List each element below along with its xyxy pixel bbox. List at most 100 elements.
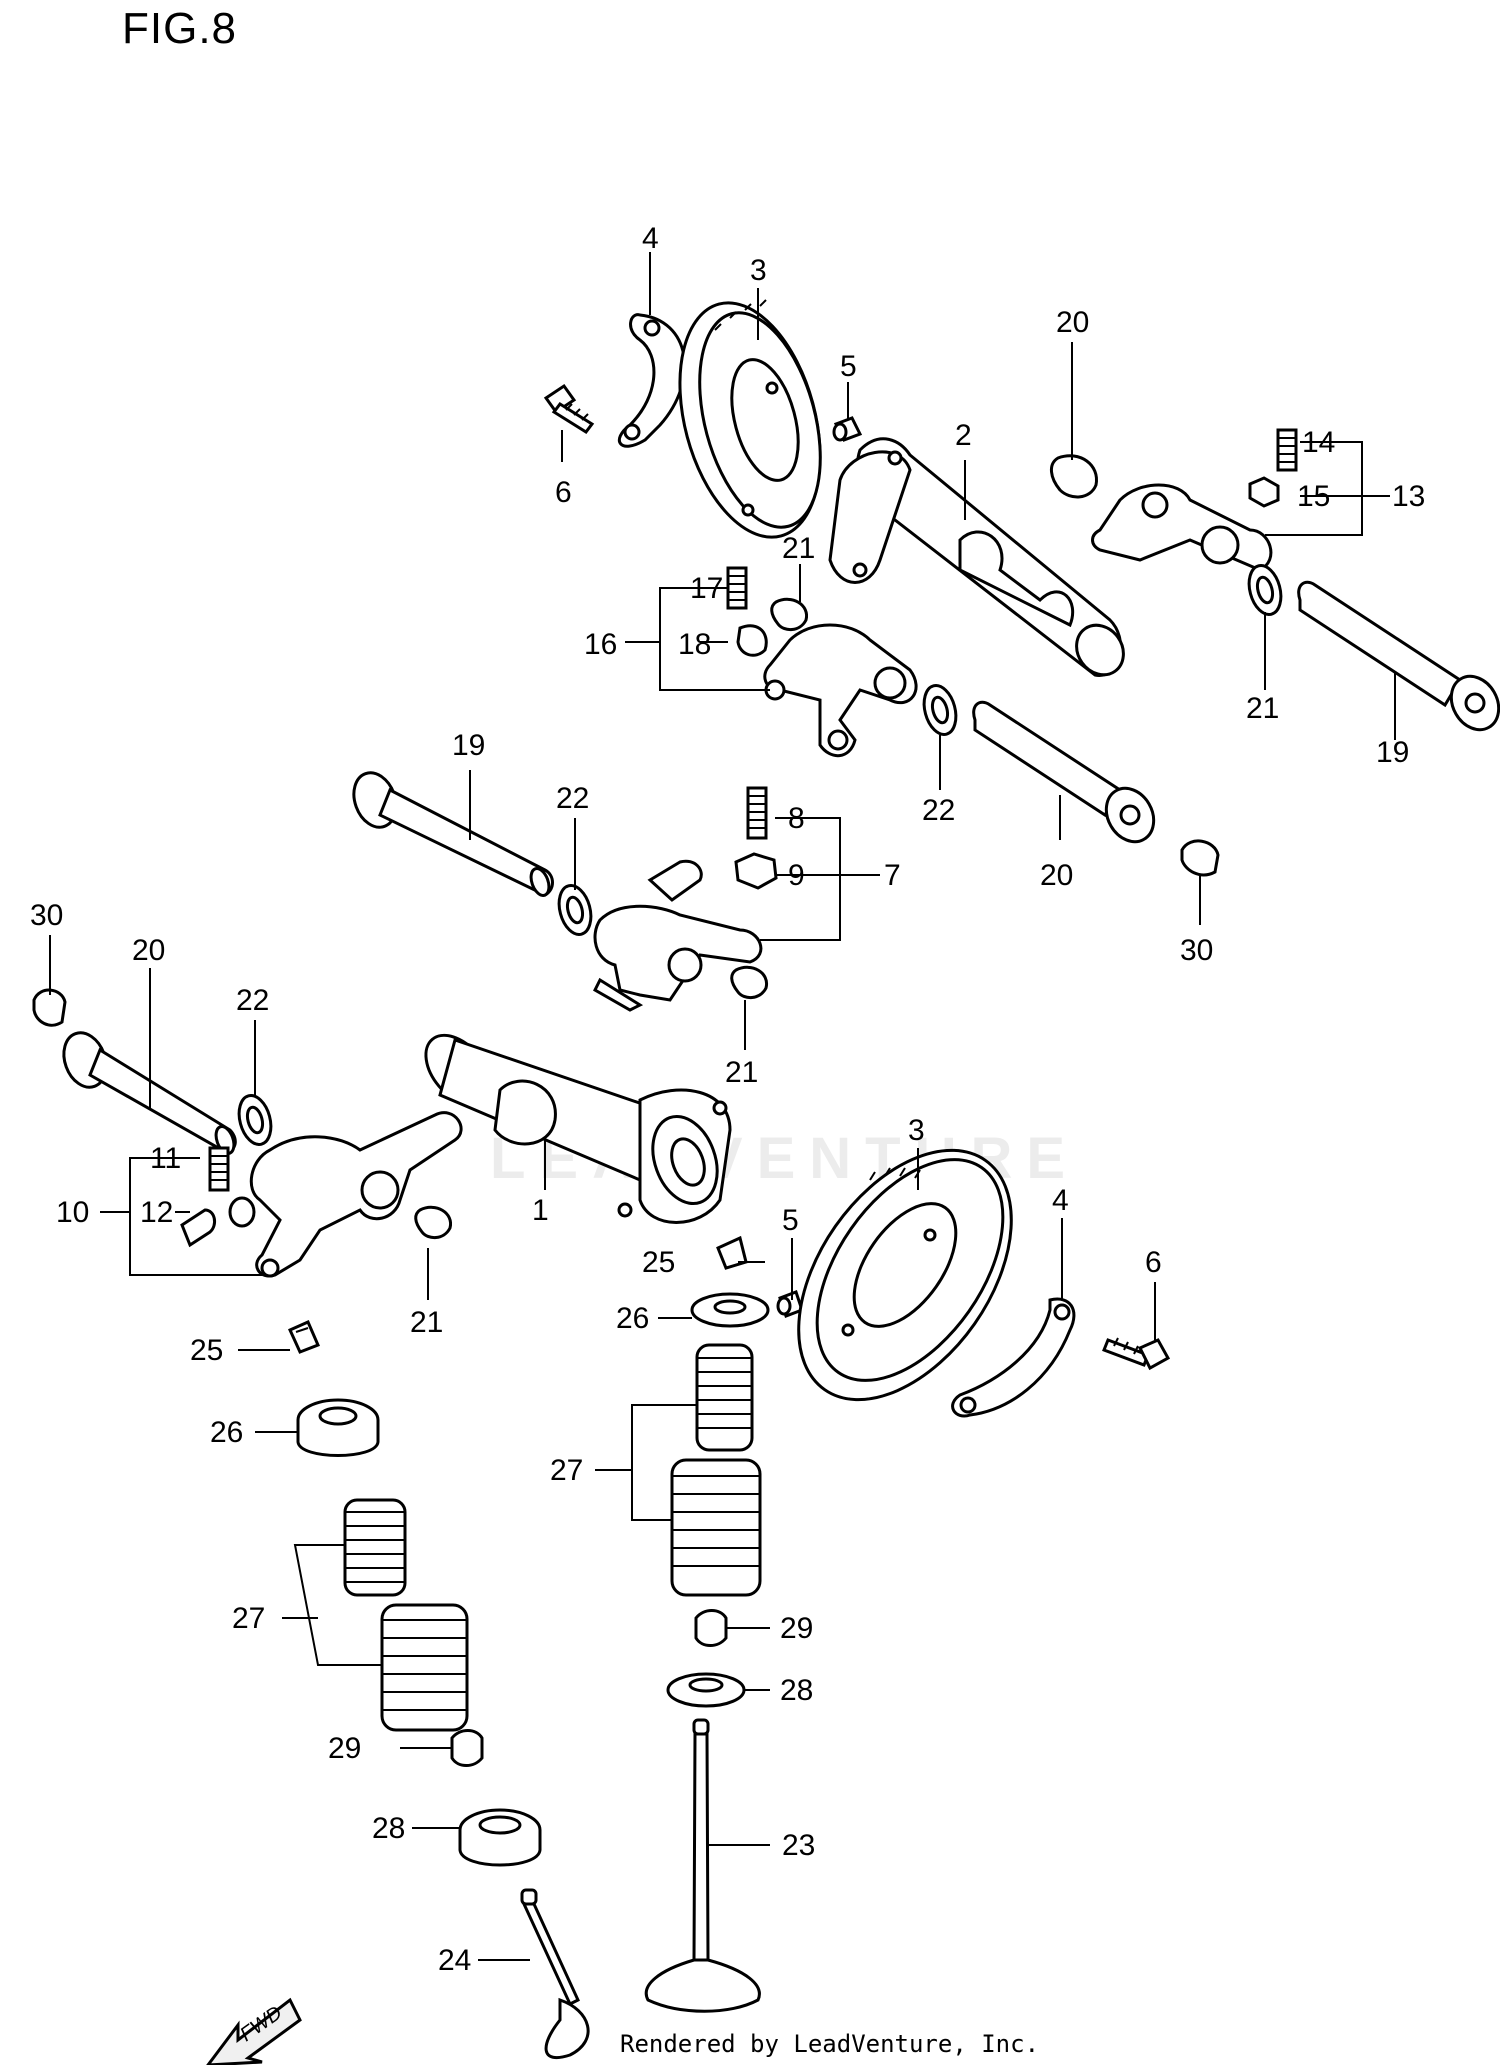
callout-29-center: 29 <box>780 1612 813 1645</box>
shaft-19-upper-right <box>1297 580 1500 732</box>
washer-21-center-upper <box>770 597 809 631</box>
spring-27-left-outer <box>380 1603 469 1732</box>
callout-3-lower: 3 <box>908 1114 925 1147</box>
callout-22-middle: 22 <box>556 782 589 815</box>
seat-28-left <box>458 1808 542 1867</box>
plate-lower <box>951 1297 1076 1418</box>
keeper-25-left <box>288 1320 320 1354</box>
callout-4-upper: 4 <box>642 222 659 255</box>
washer-22-middle <box>557 884 593 936</box>
callout-27-left: 27 <box>232 1602 265 1635</box>
callout-26-left: 26 <box>210 1416 243 1449</box>
callout-16: 16 <box>584 628 617 661</box>
callout-21-lower-left: 21 <box>410 1306 443 1339</box>
sprocket-lower <box>797 1148 1013 1402</box>
callout-5-lower: 5 <box>782 1204 799 1237</box>
callout-18: 18 <box>678 628 711 661</box>
callout-1: 1 <box>532 1194 549 1227</box>
plate-upper <box>617 313 687 448</box>
callout-19-right: 19 <box>1376 736 1409 769</box>
pin-upper <box>832 416 863 442</box>
callout-20-right: 20 <box>1040 859 1073 892</box>
rocker-16 <box>763 623 918 758</box>
callout-30-right: 30 <box>1180 934 1213 967</box>
callout-22-mid-right: 22 <box>922 794 955 827</box>
figure-title: FIG.8 <box>122 4 238 53</box>
callout-26-center: 26 <box>616 1302 649 1335</box>
rocker-7 <box>593 859 763 1012</box>
callout-21-upper-right: 20 <box>1056 306 1089 339</box>
seat-26-left <box>296 1398 380 1457</box>
shaft-19-middle <box>352 771 554 897</box>
callout-4-lower: 4 <box>1052 1184 1069 1217</box>
keeper-29-center <box>694 1609 728 1647</box>
callout-6-lower: 6 <box>1145 1246 1162 1279</box>
spring-11 <box>208 1146 230 1192</box>
seat-28-center <box>666 1672 746 1708</box>
footer-credit: Rendered by LeadVenture, Inc. <box>620 2030 1040 2058</box>
callout-21-center-upper: 21 <box>782 532 815 565</box>
callout-8: 8 <box>788 802 805 835</box>
nut-18 <box>736 624 768 657</box>
camshaft-upper <box>828 437 1125 677</box>
bolt-lower <box>1102 1337 1171 1371</box>
sprocket-upper <box>678 299 822 539</box>
leader-lines <box>49 252 1396 1961</box>
callout-25-center: 25 <box>642 1246 675 1279</box>
callout-22-left: 22 <box>236 984 269 1017</box>
keeper-25-center <box>716 1235 748 1270</box>
washer-22-left <box>237 1094 273 1146</box>
seat-26-center <box>690 1292 770 1328</box>
camshaft-lower <box>424 1033 732 1224</box>
washer-21-upper-right <box>1050 454 1098 499</box>
callout-labels: 4 3 5 6 2 20 14 15 13 21 19 17 16 18 21 … <box>30 222 1425 1977</box>
fwd-arrow: FWD <box>206 1997 302 2065</box>
spring-27-center-inner <box>695 1343 754 1452</box>
pin-lower <box>776 1290 804 1318</box>
callout-23: 23 <box>782 1829 815 1862</box>
spring-8 <box>746 786 768 840</box>
callout-2: 2 <box>955 419 972 452</box>
callout-27-center: 27 <box>550 1454 583 1487</box>
valve-24 <box>520 1888 590 2060</box>
callout-24: 24 <box>438 1944 471 1977</box>
callout-17: 17 <box>690 572 723 605</box>
nut-9 <box>734 852 778 890</box>
callout-5-upper: 5 <box>840 350 857 383</box>
washer-21-middle <box>730 965 769 999</box>
nut-12 <box>180 1196 256 1248</box>
washer-22-mid-right <box>922 684 958 736</box>
callout-25-left: 25 <box>190 1334 223 1367</box>
valve-23 <box>644 1718 761 2013</box>
shaft-20-left <box>62 1031 237 1155</box>
callout-14: 14 <box>1302 426 1335 459</box>
spring-27-left-inner <box>343 1498 407 1597</box>
bolt-upper <box>543 383 595 435</box>
callout-19-middle: 19 <box>452 729 485 762</box>
callout-11: 11 <box>150 1142 181 1175</box>
callout-13: 13 <box>1392 480 1425 513</box>
washer-22-upper-right <box>1247 564 1283 616</box>
callout-21-middle: 21 <box>725 1056 758 1089</box>
callout-22-upper-right: 21 <box>1246 692 1279 725</box>
spring-27-center-outer <box>670 1458 762 1597</box>
callout-7: 7 <box>884 859 901 892</box>
callout-28-center: 28 <box>780 1674 813 1707</box>
callout-15: 15 <box>1297 480 1330 513</box>
callout-12: 12 <box>140 1196 173 1229</box>
spring-17 <box>726 566 748 610</box>
washer-21-lower-left <box>414 1205 453 1239</box>
spring-14 <box>1276 428 1298 472</box>
keeper-29-left <box>450 1729 484 1767</box>
callout-10: 10 <box>56 1196 89 1229</box>
rocker-13 <box>1091 483 1273 572</box>
callout-9: 9 <box>788 859 805 892</box>
callout-30-left: 30 <box>30 899 63 932</box>
callout-29-left: 29 <box>328 1732 361 1765</box>
callout-20-left: 20 <box>132 934 165 967</box>
cap-30-left <box>32 988 67 1027</box>
nut-15 <box>1248 476 1280 508</box>
callout-28-left: 28 <box>372 1812 405 1845</box>
